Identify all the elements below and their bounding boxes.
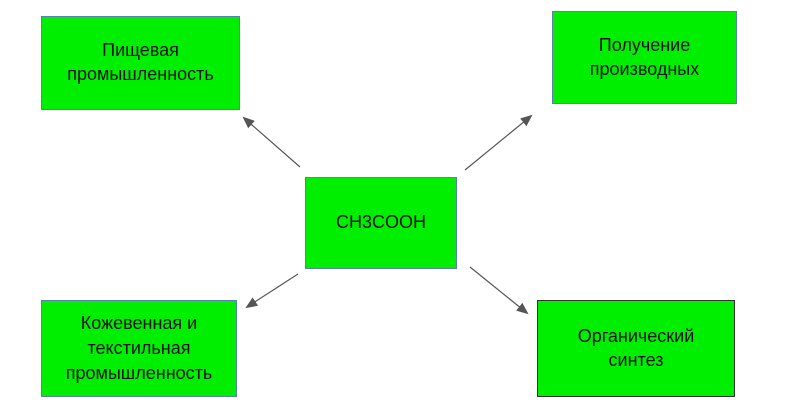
node-food-industry: Пищевая промышленность: [41, 16, 240, 110]
arrow-to-organic: [469, 266, 529, 315]
node-organic-synthesis: Органический синтез: [537, 300, 735, 397]
arrow-to-leather: [245, 273, 299, 309]
node-leather-textile-label: Кожевенная и текстильная промышленность: [65, 313, 213, 383]
node-center-acetic-acid: CH3COOH: [305, 177, 457, 269]
node-leather-textile-industry: Кожевенная и текстильная промышленность: [41, 300, 237, 397]
node-center-label: CH3COOH: [335, 212, 426, 233]
node-derivatives: Получение производных: [552, 11, 737, 104]
node-derivatives-label: Получение производных: [589, 34, 700, 79]
node-food-industry-label: Пищевая промышленность: [67, 40, 214, 84]
arrow-to-food: [242, 116, 301, 168]
arrow-to-derivatives: [464, 114, 533, 171]
node-organic-synthesis-label: Органический синтез: [577, 325, 695, 370]
